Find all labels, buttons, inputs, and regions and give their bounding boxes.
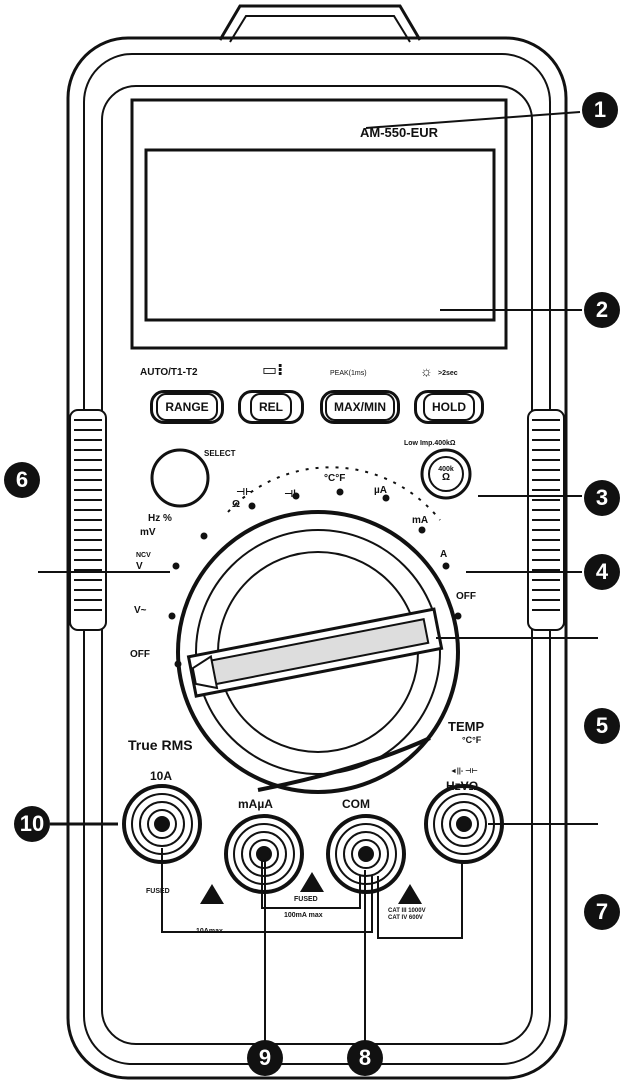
range-button[interactable]: RANGE — [150, 390, 224, 424]
callout-1: 1 — [582, 92, 618, 128]
dial-mv-symbol: mV — [140, 527, 156, 538]
dial-position-dot — [442, 562, 450, 570]
jack-v-symbols: ◄||- ⊣⊢ — [450, 768, 478, 775]
dial-position-dot — [292, 492, 300, 500]
dial-off-right: OFF — [456, 591, 476, 602]
callout-8: 8 — [347, 1040, 383, 1076]
jack-v-label: HzVΩ — [446, 779, 479, 793]
callout-5: 5 — [584, 708, 620, 744]
jack-ma[interactable] — [226, 816, 302, 892]
dial-position-dot — [336, 488, 344, 496]
dial-position-dot — [418, 526, 426, 534]
dial-ohm-symbol: Ω — [232, 499, 241, 510]
jack-ring — [358, 846, 374, 862]
true-rms-label: True RMS — [128, 737, 193, 753]
lowimp-face-top: 400k — [438, 465, 454, 473]
range-caption: AUTO/T1-T2 — [140, 367, 198, 378]
dial-position-dot — [382, 494, 390, 502]
sun-icon: ☼ — [420, 363, 433, 379]
dial-ma-symbol: mA — [412, 515, 429, 526]
select-button[interactable] — [152, 450, 208, 506]
jack-ma-fuse-rating: 100mA max — [284, 912, 323, 919]
callout-9: 9 — [247, 1040, 283, 1076]
jack-10a-label: 10A — [150, 769, 173, 783]
hold-button[interactable]: HOLD — [414, 390, 484, 424]
dial-vac-symbol: V~ — [134, 605, 147, 616]
rel-button-label: REL — [250, 393, 292, 421]
dial-hz-symbol: Hz % — [148, 513, 172, 524]
dial-position-dot — [248, 502, 256, 510]
jack-10a[interactable] — [124, 786, 200, 862]
jack-ring — [154, 816, 170, 832]
dial-ua-symbol: µA — [374, 485, 387, 496]
dial-diode-symbol: ⊣| — [284, 489, 296, 500]
jack-10a-fuse-rating: 10Amax — [196, 928, 223, 935]
maxmin-caption: PEAK(1ms) — [330, 370, 367, 377]
callout-10: 10 — [14, 806, 50, 842]
temp-unit-label: °C°F — [462, 735, 482, 745]
lowimp-caption: Low Imp.400kΩ — [404, 440, 456, 447]
backlight-icon: ▭⁝ — [262, 362, 284, 379]
jack-ring — [456, 816, 472, 832]
dial-position-dot — [200, 532, 208, 540]
jack-v[interactable] — [426, 786, 502, 862]
jack-com[interactable] — [328, 816, 404, 892]
range-button-label: RANGE — [156, 393, 218, 421]
jack-10a-fused: FUSED — [146, 888, 170, 895]
hold-button-label: HOLD — [423, 393, 475, 421]
dial-cap-symbol: ⊣⊢ — [236, 487, 255, 498]
maxmin-button[interactable]: MAX/MIN — [320, 390, 400, 424]
dial-position-dot — [174, 660, 182, 668]
dial-a-symbol: A — [440, 549, 448, 560]
dial-ncv-symbol: NCV — [136, 552, 151, 559]
dial-position-dot — [454, 612, 462, 620]
jack-ma-fused: FUSED — [294, 896, 318, 903]
temp-label: TEMP — [448, 719, 485, 734]
dial-position-dot — [172, 562, 180, 570]
dial-position-dot — [168, 612, 176, 620]
dial-vdc-symbol: V — [136, 561, 143, 572]
lowimp-button[interactable]: 400k Ω — [422, 450, 470, 498]
model-label: AM-550-EUR — [360, 125, 439, 140]
rotary-dial[interactable] — [178, 512, 458, 792]
hold-caption: >2sec — [438, 370, 458, 377]
callout-4: 4 — [584, 554, 620, 590]
jack-com-label: COM — [342, 797, 370, 811]
dial-temp-symbol: °C°F — [324, 473, 346, 484]
callout-2: 2 — [584, 292, 620, 328]
dial-off-left: OFF — [130, 649, 150, 660]
callout-6: 6 — [4, 462, 40, 498]
lowimp-face-bottom: Ω — [441, 471, 451, 483]
select-label: SELECT — [204, 449, 236, 458]
callout-7: 7 — [584, 894, 620, 930]
jack-ma-label: mAµA — [238, 797, 273, 811]
maxmin-button-label: MAX/MIN — [325, 393, 395, 421]
callout-3: 3 — [584, 480, 620, 516]
rel-button[interactable]: REL — [238, 390, 304, 424]
cat-rating: CAT III 1000V CAT IV 600V — [388, 908, 426, 922]
